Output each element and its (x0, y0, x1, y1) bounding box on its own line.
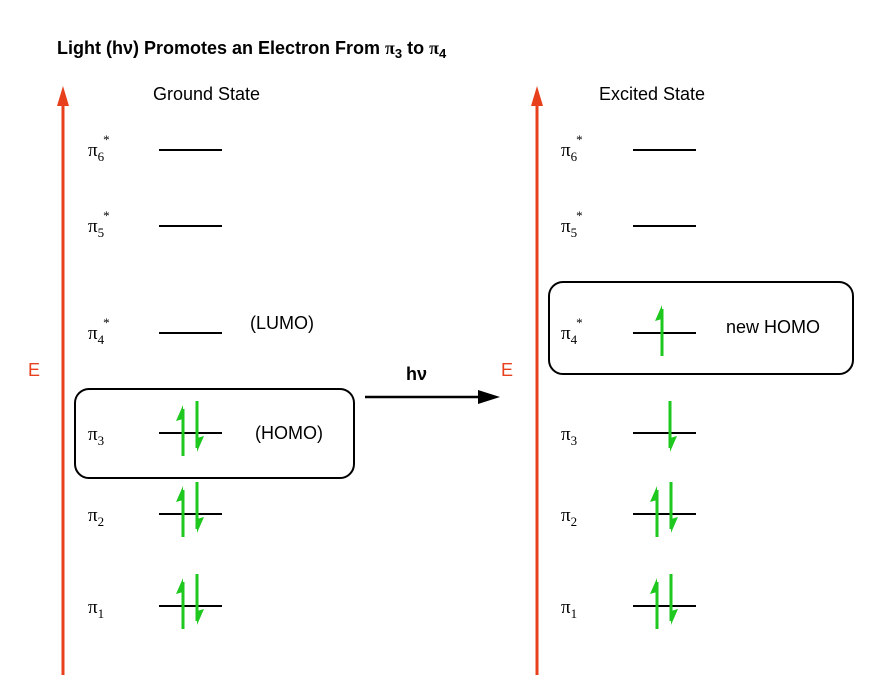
excited-energy-label: E (501, 360, 514, 380)
ground-pi1-electron-down (195, 574, 204, 625)
ground-pi2-electron-down (195, 482, 204, 533)
lumo-label: (LUMO) (250, 313, 314, 333)
ground-label-pi4: π4* (88, 315, 110, 347)
title-to-sub: 4 (439, 46, 447, 61)
ground-label-pi5: π5* (88, 208, 110, 240)
excited-state-header: Excited State (599, 84, 706, 104)
ground-pi3-electron-up (176, 405, 185, 456)
ground-energy-label: E (28, 360, 41, 380)
excited-label-pi2: π2 (561, 505, 578, 529)
title-to-pi: π (429, 38, 440, 58)
transition-label: hν (406, 364, 428, 384)
homo-label: (HOMO) (255, 423, 323, 443)
excited-pi2-electron-down (669, 482, 678, 533)
excited-label-pi5: π5* (561, 208, 583, 240)
title-from-pi: π (385, 38, 395, 58)
excited-label-pi3: π3 (561, 424, 578, 448)
ground-homo-box (74, 388, 355, 479)
ground-pi1-electron-up (176, 578, 185, 629)
page-title: Light (hν) Promotes an Electron From π3 … (57, 38, 446, 61)
ground-pi2-electron-up (176, 486, 185, 537)
ground-label-pi6: π6* (88, 132, 110, 164)
excited-pi3-electron-down (668, 401, 677, 452)
excited-pi1-electron-down (669, 574, 678, 625)
title-text: Light (hν) Promotes an Electron From (57, 38, 386, 58)
ground-state-header: Ground State (153, 84, 261, 104)
ground-energy-axis-arrowhead (57, 86, 69, 106)
excited-label-pi4: π4* (561, 315, 583, 347)
transition-arrowhead (478, 390, 500, 404)
title-mid: to (402, 38, 430, 58)
excited-energy-axis-arrowhead (531, 86, 543, 106)
ground-label-pi3: π3 (88, 424, 105, 448)
excited-label-pi6: π6* (561, 132, 583, 164)
ground-label-pi1: π1 (88, 597, 105, 621)
excited-pi1-electron-up (650, 578, 659, 629)
new-homo-label: new HOMO (726, 317, 821, 337)
ground-pi3-electron-down (195, 401, 204, 452)
excited-homo-box (548, 281, 854, 375)
excited-pi2-electron-up (650, 486, 659, 537)
excited-pi4-electron-up (655, 305, 664, 356)
ground-label-pi2: π2 (88, 505, 105, 529)
title-from-sub: 3 (394, 46, 403, 61)
excited-label-pi1: π1 (561, 597, 578, 621)
